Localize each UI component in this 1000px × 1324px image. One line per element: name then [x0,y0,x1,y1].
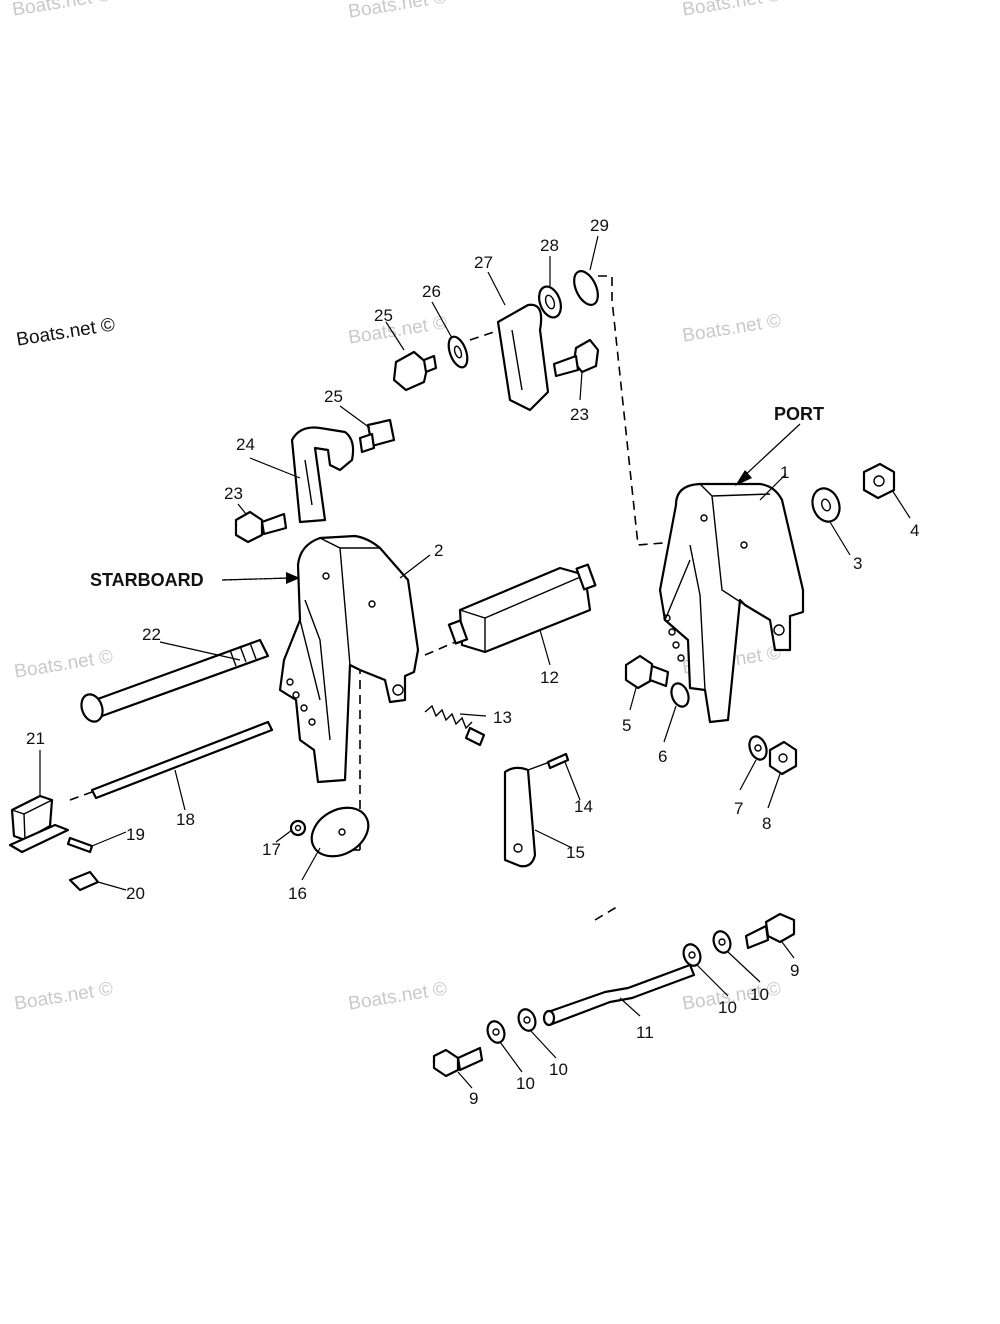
callout-number: 9 [469,1089,478,1108]
bolt [552,338,600,378]
washer [748,735,768,761]
callout-number: 12 [540,668,559,687]
starboard-clamp-bracket [278,534,420,784]
bolt [624,654,670,690]
bolt [234,510,288,544]
leader-lines [39,235,911,1089]
washer [682,943,702,967]
callout-number: 2 [434,541,443,560]
washer [712,930,732,954]
small-nut [289,819,307,837]
washer [670,682,690,708]
callout-number: 13 [493,708,512,727]
callout-number: 25 [374,306,393,325]
bolt [744,912,796,950]
callout-number: 22 [142,625,161,644]
port-arrow [735,423,801,486]
callout-number: 7 [734,799,743,818]
callout-number: 15 [566,843,585,862]
callout-number: 14 [574,797,593,816]
callout-number: 3 [853,554,862,573]
spring-clip [68,870,100,892]
hex-nut [768,740,798,776]
callout-number: 6 [658,747,667,766]
callout-number: 26 [422,282,441,301]
callout-number: 1 [780,463,789,482]
callout-number: 9 [790,961,799,980]
spring [424,704,486,747]
tilt-tube [542,963,696,1027]
callout-number: 21 [26,729,45,748]
knob-bolt [392,350,438,392]
callout-number: 17 [262,840,281,859]
washer [447,335,469,369]
callout-number: 24 [236,435,255,454]
callout-number: 27 [474,253,493,272]
callout-numbers: 1 2 3 4 5 6 7 8 9 9 10 10 10 10 11 12 13… [26,216,919,1108]
adjusting-plate [290,426,355,524]
knob-bolt [358,418,396,454]
callout-number: 23 [224,484,243,503]
cotter-pin [66,836,94,854]
callout-number: 10 [516,1074,535,1093]
clip-bracket [8,794,70,854]
tilt-tube-rod [90,720,274,800]
callout-number: 8 [762,814,771,833]
callout-number: 5 [622,716,631,735]
adjusting-plate [496,303,550,412]
port-clamp-bracket [658,482,805,724]
callout-number: 25 [324,387,343,406]
callout-number: 18 [176,810,195,829]
bolt [432,1046,484,1078]
callout-number: 16 [288,884,307,903]
lock-lever [503,752,570,868]
washer [486,1020,506,1044]
callout-number: 10 [718,998,737,1017]
washer [811,487,841,523]
callout-number: 29 [590,216,609,235]
callout-number: 28 [540,236,559,255]
tilt-lock-handle [447,563,597,654]
callout-number: 10 [750,985,769,1004]
starboard-arrow [223,572,300,584]
port-label: PORT [774,404,824,424]
callout-number: 11 [636,1023,654,1042]
thrust-plate [310,806,370,858]
long-bolt [80,638,270,723]
washer [538,285,562,319]
callout-number: 20 [126,884,145,903]
retaining-ring [573,270,599,306]
callout-number: 19 [126,825,145,844]
callout-number: 4 [910,521,919,540]
callout-number: 23 [570,405,589,424]
washer [517,1008,537,1032]
hex-nut [862,462,896,500]
callout-number: 10 [549,1060,568,1079]
starboard-label: STARBOARD [90,570,204,590]
